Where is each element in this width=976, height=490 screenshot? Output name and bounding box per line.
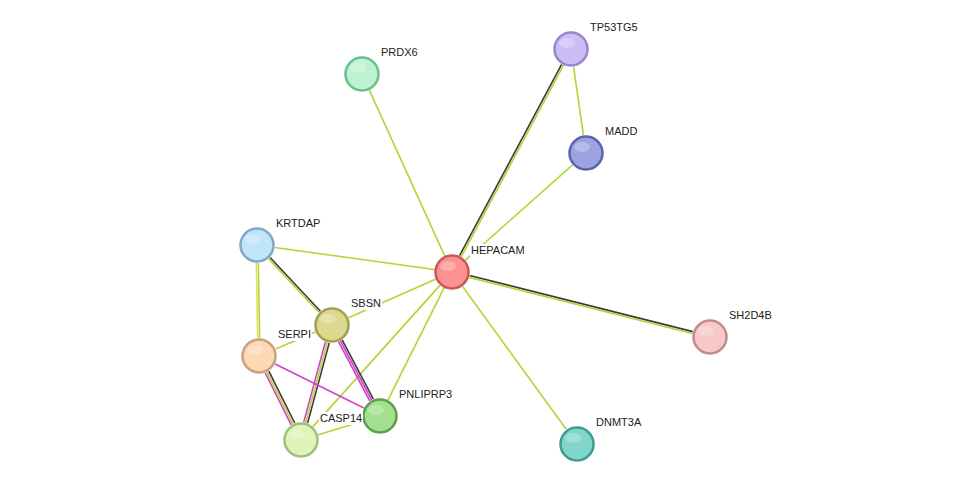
evidence-line bbox=[275, 364, 364, 408]
node-disc bbox=[561, 428, 594, 461]
evidence-line bbox=[265, 373, 291, 425]
interaction-edge bbox=[369, 90, 444, 255]
evidence-line bbox=[340, 341, 371, 400]
node-circle bbox=[568, 135, 604, 171]
protein-node: KRTDAP bbox=[239, 227, 275, 263]
node-label: PRDX6 bbox=[380, 46, 419, 59]
node-circle bbox=[362, 398, 398, 434]
node-highlight bbox=[368, 405, 384, 415]
interaction-edge bbox=[269, 257, 321, 312]
evidence-line bbox=[258, 263, 259, 338]
evidence-line bbox=[269, 259, 319, 313]
evidence-line bbox=[460, 64, 562, 255]
node-label: CASP14 bbox=[319, 412, 363, 425]
evidence-line bbox=[388, 288, 444, 400]
evidence-line bbox=[465, 165, 572, 260]
evidence-line bbox=[339, 342, 370, 401]
node-circle bbox=[344, 56, 380, 92]
evidence-line bbox=[469, 277, 692, 333]
node-circle bbox=[692, 319, 728, 355]
protein-node: HEPACAM bbox=[434, 254, 470, 290]
evidence-line bbox=[348, 279, 435, 317]
node-label: TP53TG5 bbox=[589, 21, 639, 34]
node-highlight bbox=[559, 38, 575, 48]
node-highlight bbox=[320, 314, 336, 324]
evidence-line bbox=[267, 372, 293, 424]
node-highlight bbox=[245, 234, 261, 244]
node-label: DNMT3A bbox=[595, 416, 642, 429]
node-label: SBSN bbox=[350, 297, 382, 310]
node-highlight bbox=[350, 63, 366, 73]
node-disc bbox=[570, 137, 603, 170]
protein-node: PNLIPRP3 bbox=[362, 398, 398, 434]
interaction-edge bbox=[339, 340, 374, 401]
node-circle bbox=[241, 338, 277, 374]
interaction-edge bbox=[465, 165, 572, 260]
node-disc bbox=[694, 321, 727, 354]
interaction-edge bbox=[348, 279, 435, 317]
node-highlight bbox=[574, 142, 590, 152]
interaction-edge bbox=[388, 288, 444, 400]
node-disc bbox=[346, 58, 379, 91]
node-label: HEPACAM bbox=[470, 244, 526, 257]
evidence-line bbox=[270, 257, 320, 311]
node-disc bbox=[285, 424, 318, 457]
evidence-line bbox=[342, 340, 373, 399]
node-label: SERPI bbox=[277, 328, 312, 341]
interaction-edge bbox=[313, 285, 440, 426]
interaction-edge bbox=[460, 64, 564, 256]
node-label: PNLIPRP3 bbox=[398, 388, 453, 401]
evidence-line bbox=[470, 275, 693, 331]
node-highlight bbox=[440, 261, 456, 271]
node-disc bbox=[316, 309, 349, 342]
interaction-edge bbox=[463, 287, 567, 430]
evidence-line bbox=[574, 67, 584, 135]
protein-node: SBSN bbox=[314, 307, 350, 343]
protein-node: DNMT3A bbox=[559, 426, 595, 462]
node-highlight bbox=[698, 326, 714, 336]
node-disc bbox=[241, 229, 274, 262]
evidence-line bbox=[461, 65, 563, 256]
protein-node: TP53TG5 bbox=[553, 31, 589, 67]
node-circle bbox=[434, 254, 470, 290]
node-circle bbox=[239, 227, 275, 263]
node-circle bbox=[559, 426, 595, 462]
evidence-line bbox=[275, 247, 434, 269]
interaction-edge bbox=[275, 247, 434, 269]
node-circle bbox=[283, 422, 319, 458]
interaction-edge bbox=[275, 364, 364, 408]
node-circle bbox=[553, 31, 589, 67]
node-disc bbox=[364, 400, 397, 433]
evidence-line bbox=[369, 90, 444, 255]
evidence-line bbox=[463, 287, 567, 430]
node-disc bbox=[555, 33, 588, 66]
protein-node: PRDX6 bbox=[344, 56, 380, 92]
node-highlight bbox=[247, 345, 263, 355]
evidence-line bbox=[256, 263, 257, 338]
node-label: MADD bbox=[604, 125, 638, 138]
node-disc bbox=[436, 256, 469, 289]
protein-node: SERPI bbox=[241, 338, 277, 374]
evidence-line bbox=[304, 342, 326, 422]
evidence-line bbox=[269, 371, 295, 423]
protein-node: SH2D4B bbox=[692, 319, 728, 355]
node-label: SH2D4B bbox=[728, 309, 773, 322]
node-label: KRTDAP bbox=[275, 217, 321, 230]
protein-node: CASP14 bbox=[283, 422, 319, 458]
interaction-edge bbox=[304, 342, 329, 423]
node-highlight bbox=[289, 429, 305, 439]
evidence-line bbox=[313, 285, 440, 426]
evidence-line bbox=[306, 342, 328, 422]
node-circle bbox=[314, 307, 350, 343]
node-disc bbox=[243, 340, 276, 373]
interaction-edge bbox=[574, 67, 584, 135]
interaction-edge bbox=[265, 371, 294, 425]
protein-node: MADD bbox=[568, 135, 604, 171]
interaction-edge bbox=[256, 263, 259, 338]
node-highlight bbox=[565, 433, 581, 443]
interaction-edge bbox=[469, 275, 693, 333]
